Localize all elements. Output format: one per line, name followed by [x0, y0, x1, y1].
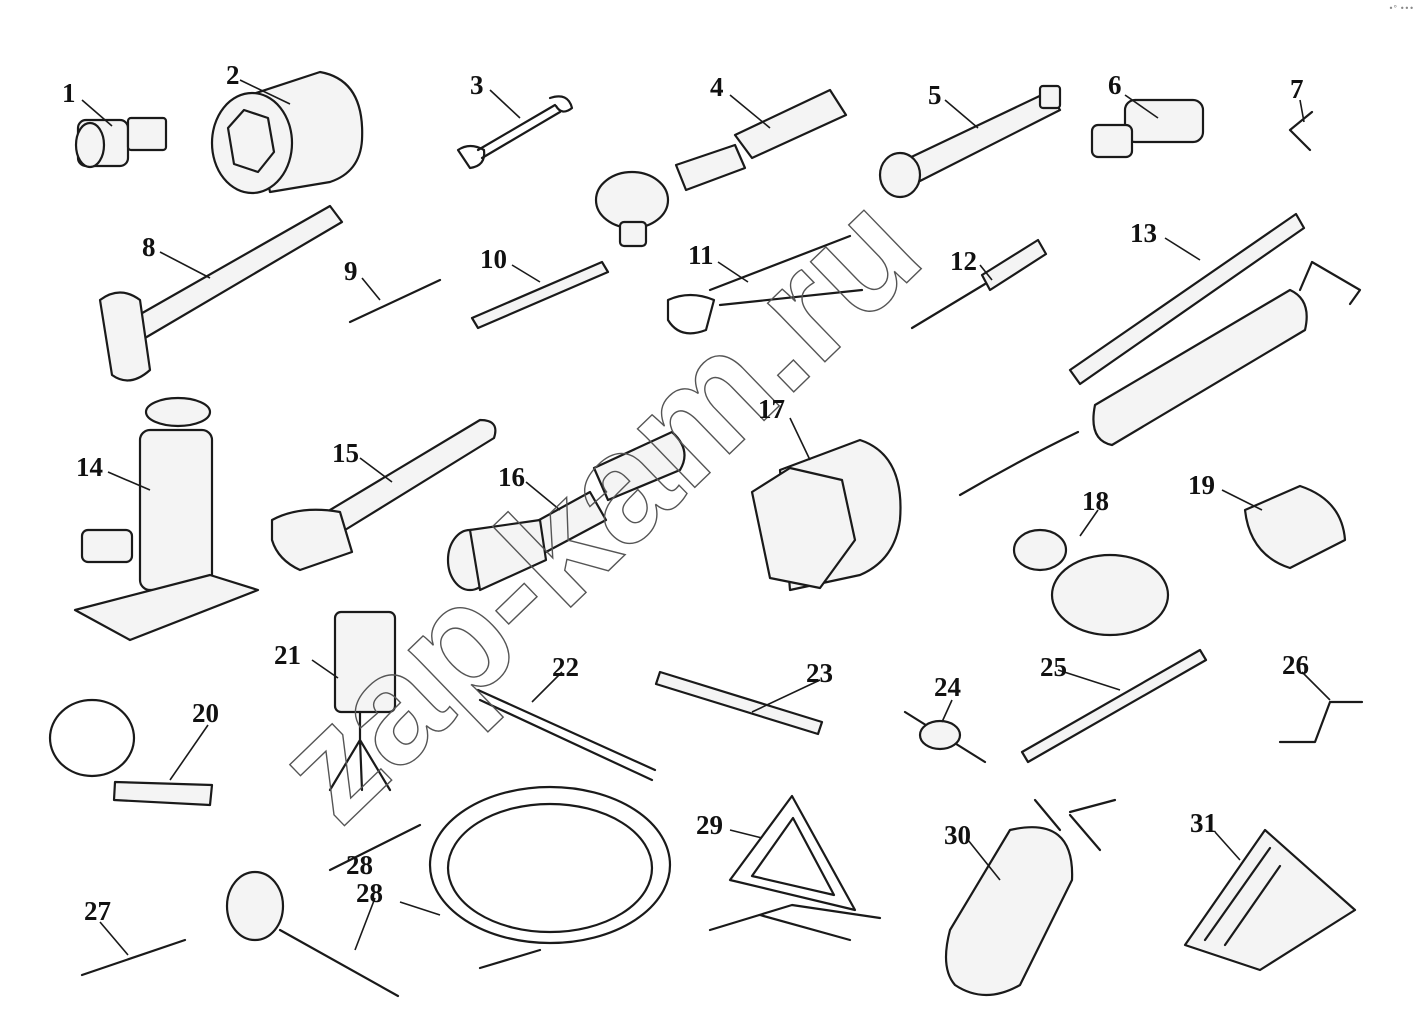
label-26: 26 [1282, 650, 1309, 680]
tool-19-socket [1243, 484, 1347, 570]
tool-12-screwdriver [910, 238, 1048, 330]
tool-14-bottle-jack [73, 396, 260, 642]
tool-1-socket-adapter [74, 116, 168, 169]
label-24: 24 [934, 672, 961, 702]
tool-26-crank [1278, 700, 1364, 744]
tool-4-ratchet [594, 88, 848, 248]
corner-mark: •° ••• [1388, 4, 1414, 13]
label-29: 29 [696, 810, 723, 840]
tool-31-wheel-chock [1183, 828, 1357, 972]
label-28-hose: 28 [356, 878, 383, 908]
tool-10-chisel [470, 260, 610, 330]
tool-6-universal-joint [1090, 98, 1205, 159]
label-14: 14 [76, 452, 103, 482]
tool-18-spanner-socket [1012, 528, 1170, 637]
tool-8-hammer [98, 204, 344, 382]
label-25: 25 [1040, 652, 1067, 682]
label-27: 27 [84, 896, 111, 926]
label-17: 17 [758, 394, 785, 424]
label-18: 18 [1082, 486, 1109, 516]
tool-15-adjustable-wrench [270, 418, 497, 572]
tool-29-warning-triangle [708, 794, 882, 942]
tool-21-lamp [328, 610, 397, 792]
leader-lines [81, 79, 1331, 956]
label-20: 20 [192, 698, 219, 728]
label-2: 2 [226, 60, 240, 90]
label-19: 19 [1188, 470, 1215, 500]
tool-22-pry-bar [476, 688, 657, 782]
tool-23-rod [654, 670, 824, 736]
label-16: 16 [498, 462, 525, 492]
tool-5-extension-bar [878, 84, 1062, 199]
label-6: 6 [1108, 70, 1122, 100]
label-13: 13 [1130, 218, 1157, 248]
label-8: 8 [142, 232, 156, 262]
label-30: 30 [944, 820, 971, 850]
tool-7-hex-key [1288, 110, 1314, 152]
tool-3-open-wrench [456, 95, 574, 170]
label-10: 10 [480, 244, 507, 274]
tool-27-valve-extension [80, 938, 187, 977]
tool-24-valve-tool [903, 710, 987, 764]
label-3: 3 [470, 70, 484, 100]
tool-11-pliers [666, 234, 864, 335]
tool-17-hub-socket [750, 438, 902, 592]
label-5: 5 [928, 80, 942, 110]
label-4: 4 [710, 72, 724, 102]
tool-25-bar [1020, 648, 1208, 764]
label-28-gauge: 28 [346, 850, 373, 880]
label-12: 12 [950, 246, 977, 276]
label-11: 11 [688, 240, 714, 270]
label-21: 21 [274, 640, 301, 670]
label-15: 15 [332, 438, 359, 468]
tool-30-fire-extinguisher [944, 798, 1117, 996]
tool-16-box-wrench [446, 430, 686, 592]
label-7: 7 [1290, 74, 1304, 104]
label-9: 9 [344, 256, 358, 286]
tool-2-big-socket [210, 70, 364, 195]
label-23: 23 [806, 658, 833, 688]
label-1: 1 [62, 78, 76, 108]
tool-13-grease-gun [958, 212, 1362, 497]
tool-28-tire-gauge-hose [225, 785, 672, 998]
tool-9-punch [348, 278, 442, 324]
tool-20-filter-wrench [48, 698, 214, 807]
label-22: 22 [552, 652, 579, 682]
label-31: 31 [1190, 808, 1217, 838]
